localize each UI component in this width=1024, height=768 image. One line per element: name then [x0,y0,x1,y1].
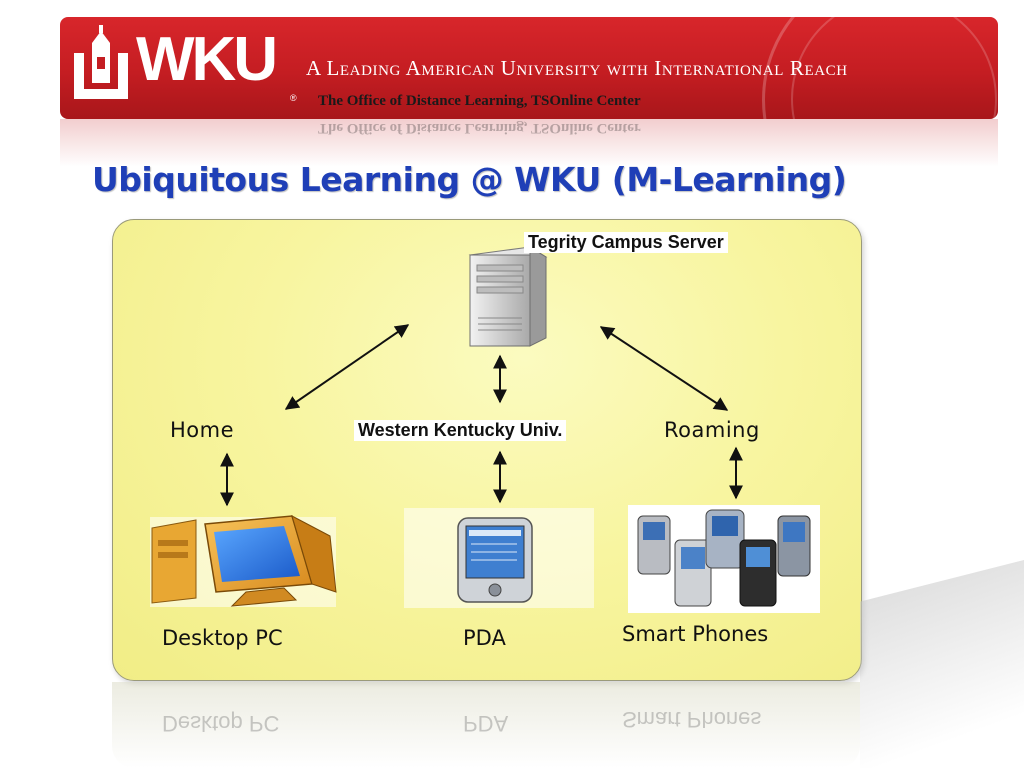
smart-phones-photo [628,505,820,613]
slide-title: Ubiquitous Learning @ WKU (M-Learning) [92,160,847,199]
wku-logo-text: WKU [136,25,278,94]
desktop-pc-label-reflection: Desktop PC [162,711,280,736]
smart-phone-icon [705,509,745,569]
wku-tower-logo-icon [74,25,128,99]
desktop-pc-label: Desktop PC [162,626,283,650]
header-banner: WKU ® A Leading American University with… [60,17,998,119]
arrow-server-roaming [599,326,729,411]
arrow-server-home [284,324,410,410]
registered-mark: ® [290,93,297,103]
roaming-label: Roaming [664,418,760,442]
smart-phone-icon [777,515,811,577]
university-tagline: A Leading American University with Inter… [306,56,848,80]
smart-phone-icon [674,539,712,607]
panel-reflection: Desktop PC PDA Smart Phones [112,682,860,768]
smart-phones-label-reflection: Smart Phones [622,707,762,732]
smart-phones-label: Smart Phones [622,622,769,646]
smart-phone-icon [739,539,777,607]
panel-side-shadow [860,560,1024,768]
hub-label: Western Kentucky Univ. [354,420,567,441]
pda-label-reflection: PDA [463,711,509,736]
smart-phone-icon [637,515,671,575]
server-label: Tegrity Campus Server [524,232,728,253]
office-subtitle: The Office of Distance Learning, TSOnlin… [318,93,641,109]
pda-label: PDA [463,626,506,650]
home-label: Home [170,418,235,442]
server-tower-icon [468,246,548,347]
desktop-pc-icon [150,515,337,607]
banner-reflection: The Office of Distance Learning, TSOnlin… [60,119,998,167]
pda-icon [404,508,594,608]
wku-logo: WKU ® [68,23,297,113]
